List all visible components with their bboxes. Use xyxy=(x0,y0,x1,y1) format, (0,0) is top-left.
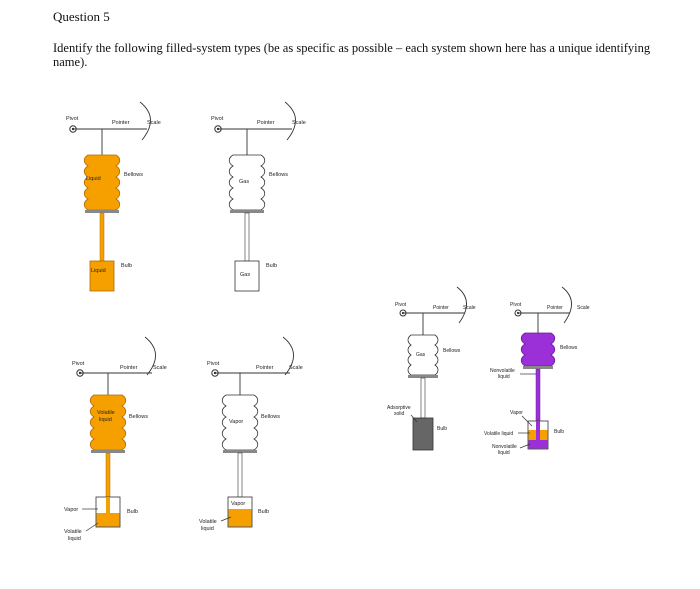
volatile-liquid-label-2: liquid xyxy=(68,536,81,542)
bulb-label: Bulb xyxy=(121,263,132,269)
bulb xyxy=(234,260,260,292)
scale-label: Scale xyxy=(289,365,303,371)
bellows-fill-label: Gas xyxy=(416,352,426,358)
bulb-label: Bulb xyxy=(266,263,277,269)
nonvolatile-bottom-label-1: Nonvolatile xyxy=(492,444,517,450)
scale-label: Scale xyxy=(147,120,161,126)
figure-liquid-filled: Pivot Pointer Scale Liquid Bellows Liqui… xyxy=(60,100,180,300)
bellows-base xyxy=(230,210,264,213)
bellows-label: Bellows xyxy=(443,348,461,354)
capillary-tube xyxy=(420,377,426,419)
scale-arc xyxy=(139,101,151,141)
scale-label: Scale xyxy=(577,305,590,311)
figure-dual-filled: Pivot Pointer Scale Bellows Nonvolatile … xyxy=(480,285,610,475)
bulb-nonvolatile-liquid xyxy=(528,440,548,449)
bulb-tube xyxy=(536,421,540,440)
bellows-fill-label: Vapor xyxy=(229,419,243,425)
bellows-fill-label: Gas xyxy=(239,179,249,185)
capillary-tube xyxy=(237,452,243,498)
pivot-label: Pivot xyxy=(211,116,224,122)
pointer-label: Pointer xyxy=(547,305,563,311)
pointer-label: Pointer xyxy=(120,365,138,371)
capillary-tube xyxy=(99,212,105,262)
bellows-fill-label: Liquid xyxy=(86,176,101,182)
scale-arc xyxy=(456,286,467,324)
capillary-tube xyxy=(105,452,111,498)
volatile-arrow xyxy=(220,516,232,522)
bellows-label: Bellows xyxy=(129,414,148,420)
pivot-label: Pivot xyxy=(66,116,79,122)
bellows-fill-label-1: Volatile xyxy=(97,410,115,416)
capillary-tube xyxy=(244,212,250,262)
scale-label: Scale xyxy=(153,365,167,371)
vapor-label: Vapor xyxy=(64,507,78,513)
vapor-arrow xyxy=(521,415,533,427)
bellows xyxy=(520,332,556,367)
nonvolatile-bottom-arrow xyxy=(519,443,531,449)
figure-volatile-liquid-filled: Pivot Pointer Scale Volatile liquid Bell… xyxy=(60,335,200,550)
scale-arc xyxy=(561,286,572,324)
pointer-label: Pointer xyxy=(257,120,275,126)
pivot-label: Pivot xyxy=(72,361,85,367)
scale-arc xyxy=(282,336,294,376)
bellows-base xyxy=(91,450,125,453)
nonvolatile-top-label-1: Nonvolatile xyxy=(490,368,515,374)
bulb-label: Bulb xyxy=(437,426,447,432)
scale-label: Scale xyxy=(463,305,476,311)
pointer-label: Pointer xyxy=(433,305,449,311)
volatile-arrow xyxy=(85,522,99,532)
bulb xyxy=(412,417,434,451)
volatile-liquid-label-1: Volatile xyxy=(199,519,217,525)
bellows-label: Bellows xyxy=(269,172,288,178)
pivot-label: Pivot xyxy=(395,302,407,308)
figure-adsorption-filled: Pivot Pointer Scale Gas Bellows Adsorpti… xyxy=(385,285,495,475)
bulb-fill-label: Gas xyxy=(240,272,250,278)
capillary-tube xyxy=(535,368,541,422)
bulb-label: Bulb xyxy=(554,429,564,435)
bulb-fill-label: Liquid xyxy=(91,268,106,274)
scale-label: Scale xyxy=(292,120,306,126)
bellows-label: Bellows xyxy=(560,345,578,351)
question-prompt: Identify the following filled-system typ… xyxy=(53,41,651,69)
volatile-liquid-label: Volatile liquid xyxy=(484,431,513,437)
scale-arc xyxy=(144,336,156,376)
bulb-liquid xyxy=(228,509,252,527)
scale-arc xyxy=(284,101,296,141)
vapor-label: Vapor xyxy=(510,410,523,416)
volatile-liquid-label-1: Volatile xyxy=(64,529,82,535)
figure-vapor-filled: Pivot Pointer Scale Vapor Bellows Vapor … xyxy=(195,335,325,550)
bellows-base xyxy=(408,375,438,378)
adsorptive-arrow xyxy=(410,414,418,423)
pointer-label: Pointer xyxy=(112,120,130,126)
bulb-label: Bulb xyxy=(127,509,138,515)
bulb-tube xyxy=(106,497,110,513)
nonvolatile-bottom-label-2: liquid xyxy=(498,450,510,456)
adsorptive-label-1: Adsorptive xyxy=(387,405,411,411)
nonvolatile-top-label-2: liquid xyxy=(498,374,510,380)
bellows-base xyxy=(523,366,553,369)
bellows xyxy=(83,154,121,211)
pivot-icon xyxy=(399,309,407,317)
pointer-label: Pointer xyxy=(256,365,274,371)
bellows-label: Bellows xyxy=(261,414,280,420)
bulb-vapor-label: Vapor xyxy=(231,501,245,507)
bulb-label: Bulb xyxy=(258,509,269,515)
figure-gas-filled: Pivot Pointer Scale Gas Bellows Gas Bulb xyxy=(205,100,325,300)
pivot-label: Pivot xyxy=(207,361,220,367)
volatile-liquid-label-2: liquid xyxy=(201,526,214,532)
bellows-base xyxy=(85,210,119,213)
adsorptive-label-2: solid xyxy=(394,411,405,417)
bulb-liquid xyxy=(96,513,120,527)
pivot-label: Pivot xyxy=(510,302,522,308)
question-title: Question 5 xyxy=(53,9,110,24)
bellows-label: Bellows xyxy=(124,172,143,178)
bulb xyxy=(89,260,115,292)
bellows-fill-label-2: liquid xyxy=(99,417,112,423)
bellows-base xyxy=(223,450,257,453)
